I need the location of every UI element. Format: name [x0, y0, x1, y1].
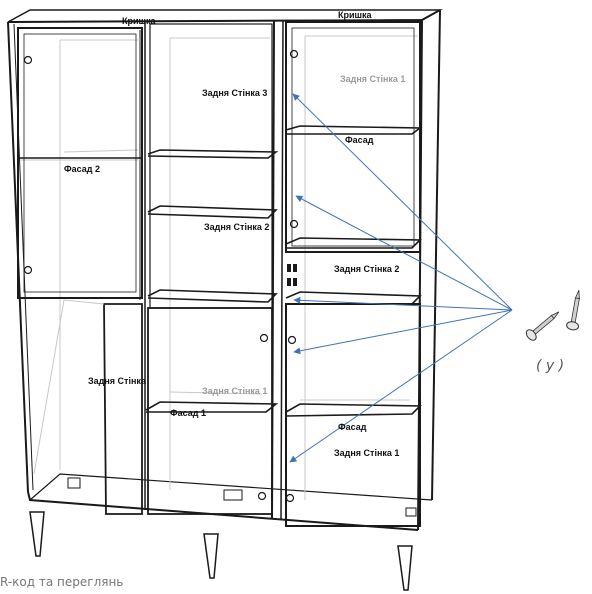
label-back-wall-2-mid: Задня Стінка 2 — [204, 222, 269, 232]
right-column — [285, 21, 423, 527]
footer-text: R-код та переглянь — [0, 575, 123, 589]
label-facade-1: Фасад 1 — [170, 408, 206, 418]
screw-arrows — [289, 93, 513, 463]
screws-icon — [525, 290, 580, 341]
label-back-wall-3: Задня Стінка 3 — [202, 88, 267, 98]
label-facade-right-bottom: Фасад — [338, 422, 367, 432]
label-back-wall-1-bottom: Задня Стінка 1 — [334, 448, 399, 458]
back-panel-lines — [20, 35, 418, 500]
left-lower-section — [33, 299, 143, 515]
center-shelves — [145, 23, 279, 515]
label-back-wall-1-top: Задня Стінка 1 — [340, 74, 405, 84]
cabinet-legs — [29, 511, 413, 591]
screw-label: ( y ) — [536, 358, 564, 374]
label-top-left: Кришка — [122, 16, 157, 26]
label-top-right: Кришка — [338, 10, 373, 20]
label-facade-right-top: Фасад — [345, 135, 374, 145]
facade-2-door — [17, 27, 143, 299]
label-back-wall-left: Задня Стінка — [88, 376, 147, 386]
label-back-wall-1-center: Задня Стінка 1 — [202, 386, 267, 396]
label-facade-2: Фасад 2 — [64, 164, 100, 174]
label-back-wall-2-right: Задня Стінка 2 — [334, 264, 399, 274]
